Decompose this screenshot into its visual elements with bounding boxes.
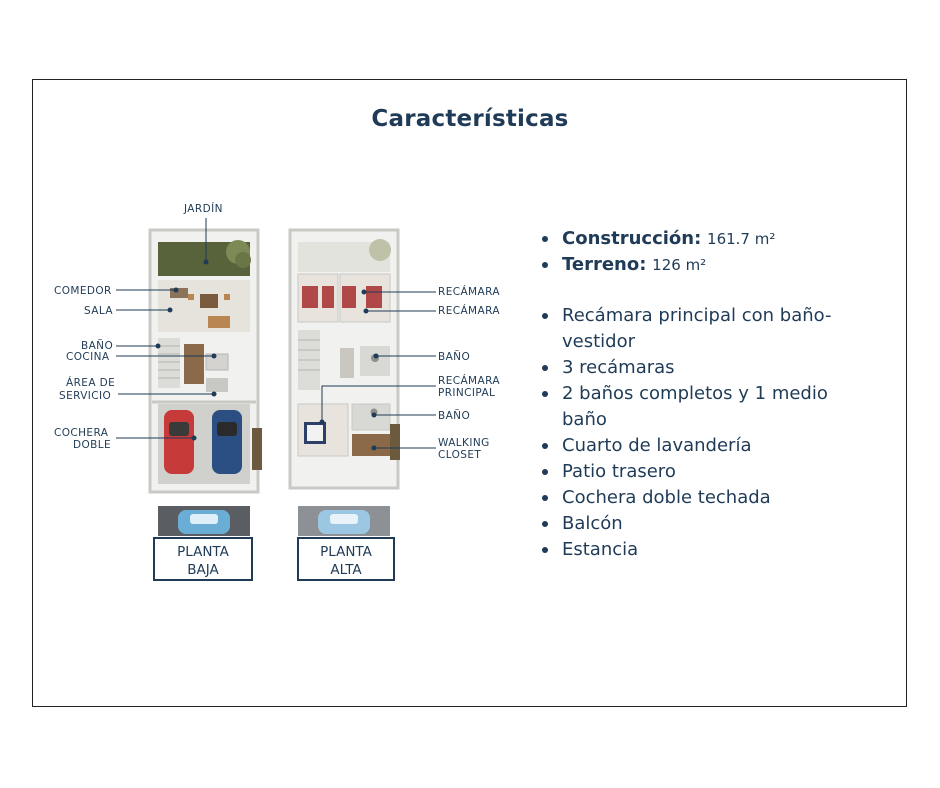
spec-construccion-value: 161.7 m²: [707, 230, 776, 248]
label-bano-2: BAÑO: [438, 409, 470, 422]
label-cochera-1: COCHERA: [54, 427, 109, 439]
planta-alta-label-1: PLANTA: [320, 544, 373, 560]
floor-plans-illustration: JARDÍN COMEDOR SALA BAÑO COCINA ÁREA DE …: [54, 202, 500, 581]
spec-terreno-label: Terreno:: [562, 254, 647, 275]
features-list: Construcción: 161.7 m² Terreno: 126 m² R…: [538, 226, 868, 563]
label-recamara-1: RECÁMARA: [438, 285, 500, 298]
label-comedor: COMEDOR: [54, 285, 112, 297]
feature-item: 2 baños completos y 1 medio baño: [538, 381, 868, 433]
label-recamara-2: RECÁMARA: [438, 304, 500, 317]
feature-item: Cuarto de lavandería: [538, 433, 868, 459]
page-title: Características: [371, 106, 569, 132]
label-area-servicio-2: SERVICIO: [59, 390, 111, 402]
label-cochera-2: DOBLE: [73, 439, 111, 451]
label-recamara-principal-2: PRINCIPAL: [438, 387, 495, 399]
feature-item: Patio trasero: [538, 459, 868, 485]
upper-floor-plan: RECÁMARA RECÁMARA BAÑO RECÁMARA PRINCIPA…: [288, 228, 500, 581]
label-sala: SALA: [84, 305, 113, 317]
ground-floor-plan: JARDÍN COMEDOR SALA BAÑO COCINA ÁREA DE …: [54, 202, 262, 581]
label-bano: BAÑO: [81, 339, 113, 352]
planta-alta-label-2: ALTA: [330, 562, 362, 578]
feature-item: Estancia: [538, 537, 868, 563]
label-cocina: COCINA: [66, 351, 110, 363]
planta-baja-label-1: PLANTA: [177, 544, 230, 560]
label-walking-closet-1: WALKING: [438, 437, 490, 449]
label-jardin: JARDÍN: [183, 202, 223, 215]
label-walking-closet-2: CLOSET: [438, 449, 481, 461]
label-bano-1: BAÑO: [438, 350, 470, 363]
planta-baja-label-2: BAJA: [187, 562, 219, 578]
spec-construccion: Construcción: 161.7 m²: [538, 226, 868, 252]
feature-item: Balcón: [538, 511, 868, 537]
spec-terreno: Terreno: 126 m²: [538, 252, 868, 278]
content-frame: [32, 79, 907, 707]
feature-item: Cochera doble techada: [538, 485, 868, 511]
label-area-servicio-1: ÁREA DE: [66, 376, 115, 389]
spec-construccion-label: Construcción:: [562, 228, 702, 249]
spec-terreno-value: 126 m²: [652, 256, 707, 274]
feature-item: 3 recámaras: [538, 355, 868, 381]
feature-item: Recámara principal con baño-vestidor: [538, 303, 868, 355]
label-recamara-principal-1: RECÁMARA: [438, 374, 500, 387]
